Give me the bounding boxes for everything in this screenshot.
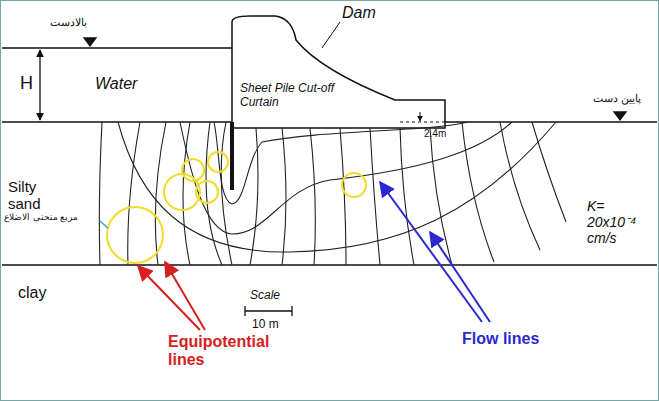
dam-outline <box>232 16 445 128</box>
sheet-pile <box>230 122 234 190</box>
permeability-label: K= 20x10⁻⁴ cm/s <box>587 198 655 246</box>
flow-lines <box>118 122 556 252</box>
leader-line <box>100 221 108 228</box>
scale-bar <box>245 306 292 316</box>
equipotential-arrows <box>138 262 205 330</box>
scale-label: Scale <box>250 289 300 303</box>
dimension-label: 2.4m <box>424 128 458 140</box>
equipotential-lines <box>99 122 566 265</box>
downstream-label: پایین دست <box>593 92 655 105</box>
curvilinear-square-label: مربع منحنی الاضلاع <box>4 212 100 222</box>
head-symbol: H <box>20 73 40 94</box>
upstream-label: بالادست <box>50 16 120 29</box>
dam-label: Dam <box>342 4 392 22</box>
soil-label: Silty sand <box>8 178 60 213</box>
water-label: Water <box>95 75 165 93</box>
sheet-pile-label: Sheet Pile Cut-off Curtain <box>240 82 352 110</box>
legend-callout: Flow lines <box>462 330 572 348</box>
curvilinear-squares <box>107 152 366 263</box>
scale-value: 10 m <box>252 318 302 332</box>
flow-arrows <box>380 182 490 322</box>
soil-label: clay <box>18 284 68 302</box>
legend-callout: Equipotential lines <box>168 333 298 370</box>
